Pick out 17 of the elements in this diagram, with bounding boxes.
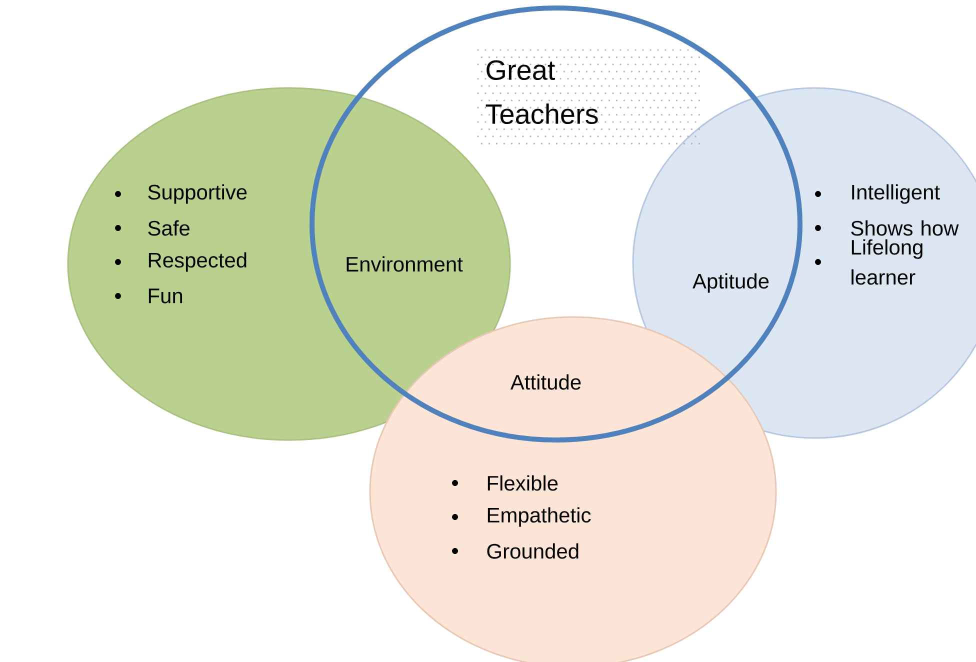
bullet-item: Safe xyxy=(115,220,190,236)
bullet-item: Intelligent xyxy=(815,184,940,204)
bullet-item: Grounded xyxy=(452,543,578,559)
bullet-item: Supportive xyxy=(115,184,247,204)
bullet-item: Fun xyxy=(115,288,182,304)
region-label: Environment xyxy=(346,256,463,272)
ellipse xyxy=(632,87,976,439)
bullet-item: Empathetic xyxy=(452,507,591,527)
bullet-item: Lifelong learner xyxy=(815,239,922,285)
bullet-item: Respected xyxy=(115,252,246,272)
ellipse xyxy=(369,316,777,662)
region-label: Aptitude xyxy=(692,273,769,293)
dotted-text-box: Great Teachers xyxy=(477,49,700,144)
bullet-item: Shows how xyxy=(815,220,959,236)
bullet-item: Flexible xyxy=(452,475,558,491)
ring xyxy=(310,6,802,442)
region-label: Attitude xyxy=(510,374,581,390)
